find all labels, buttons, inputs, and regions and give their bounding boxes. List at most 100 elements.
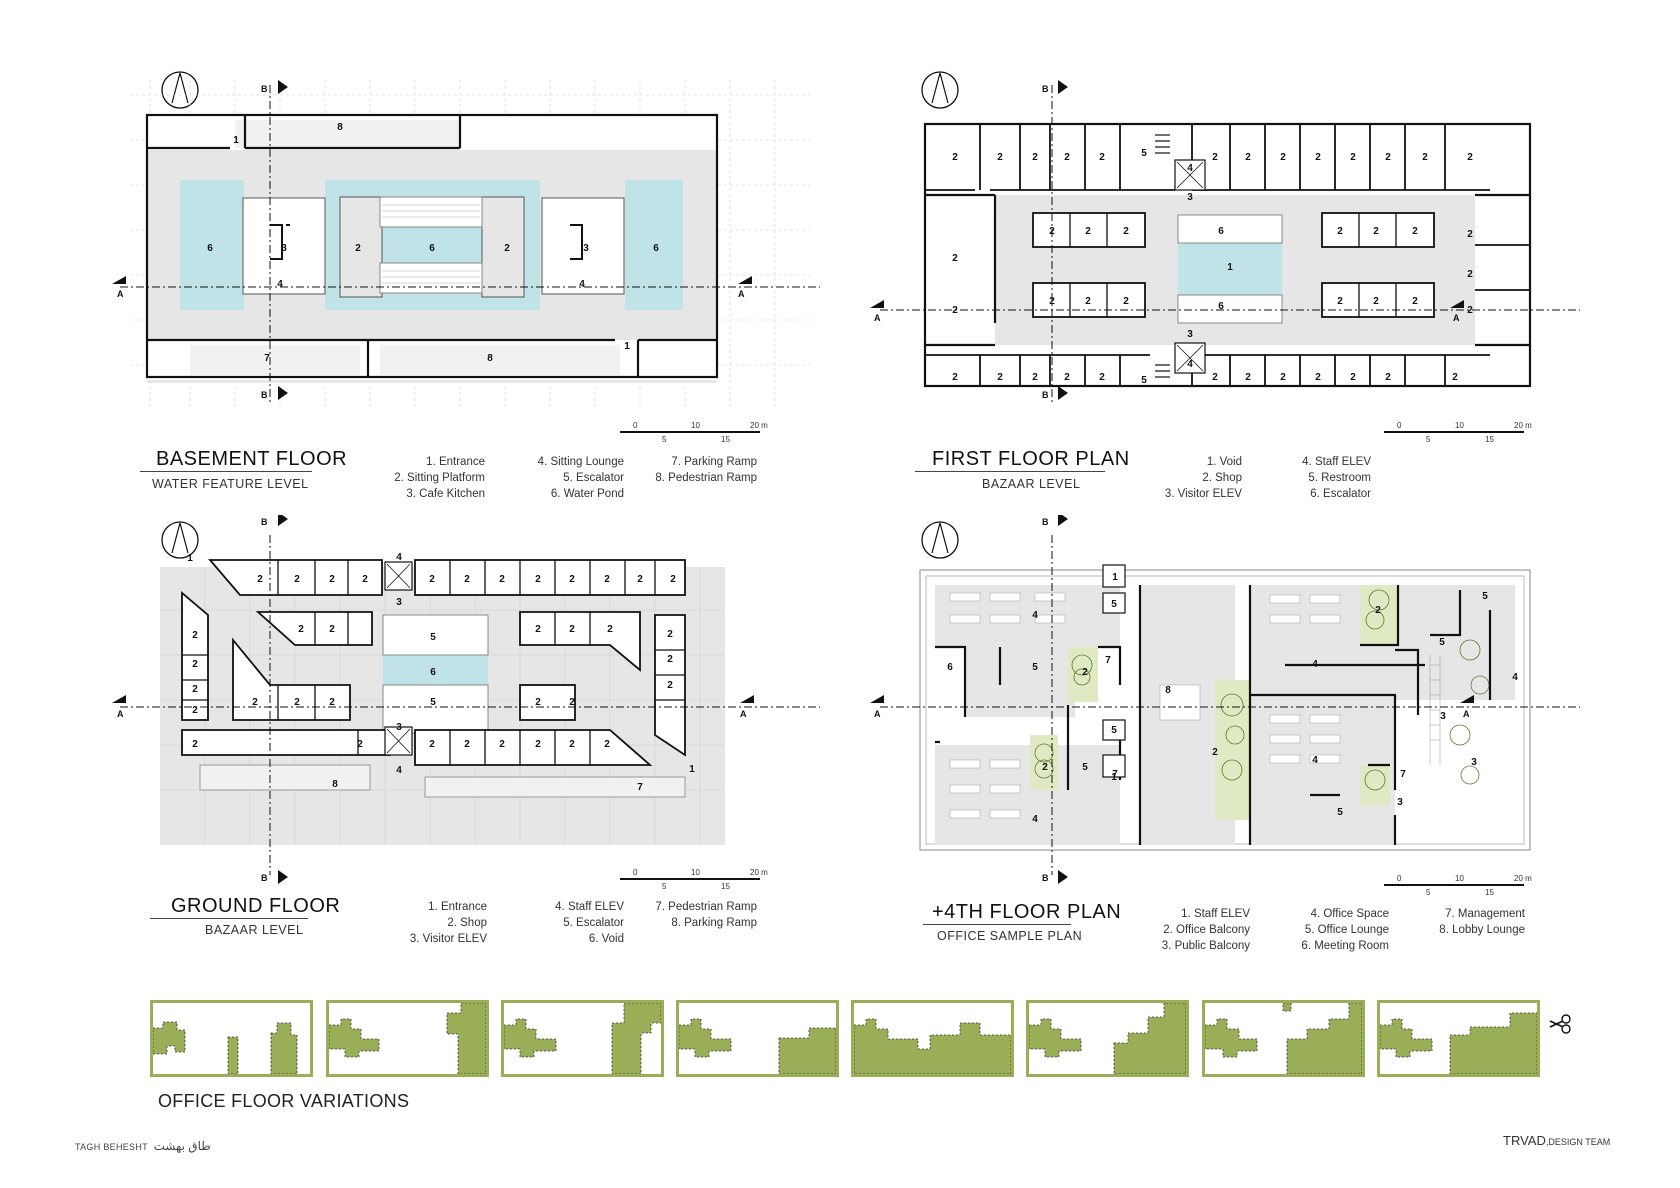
svg-text:2: 2	[1385, 372, 1391, 383]
office-variation-2	[326, 1000, 489, 1077]
first-floor-title: FIRST FLOOR PLAN	[932, 448, 1130, 470]
svg-text:2: 2	[667, 629, 673, 640]
svg-text:4: 4	[1187, 359, 1193, 370]
north-arrow-icon	[921, 521, 959, 559]
svg-text:2: 2	[952, 253, 958, 264]
ground-floor-title: GROUND FLOOR	[171, 895, 341, 917]
svg-text:3: 3	[1471, 757, 1477, 768]
svg-text:2: 2	[670, 574, 676, 585]
svg-text:5: 5	[1337, 807, 1343, 818]
svg-text:2: 2	[569, 739, 575, 750]
svg-text:2: 2	[294, 697, 300, 708]
svg-text:7: 7	[1105, 655, 1111, 666]
svg-text:2: 2	[1467, 229, 1473, 240]
svg-text:7: 7	[264, 353, 270, 364]
section-label-b: B	[261, 390, 268, 400]
svg-text:2: 2	[1049, 296, 1055, 307]
svg-text:2: 2	[429, 574, 435, 585]
svg-text:2: 2	[1085, 226, 1091, 237]
svg-text:2: 2	[569, 574, 575, 585]
office-variation-8	[1377, 1000, 1540, 1077]
svg-text:2: 2	[1212, 152, 1218, 163]
svg-text:6: 6	[1218, 301, 1224, 312]
svg-text:2: 2	[1042, 762, 1048, 773]
office-variation-1	[150, 1000, 313, 1077]
section-label-b: B	[261, 517, 268, 527]
svg-text:2: 2	[1064, 372, 1070, 383]
svg-text:3: 3	[396, 722, 402, 733]
svg-text:2: 2	[604, 739, 610, 750]
team-logo: TRVAD	[1503, 1133, 1546, 1148]
svg-text:2: 2	[1099, 372, 1105, 383]
north-arrow-icon	[161, 71, 199, 109]
ground-floor-subtitle: BAZAAR LEVEL	[205, 923, 304, 937]
svg-text:2: 2	[357, 739, 363, 750]
svg-text:7: 7	[1112, 769, 1118, 780]
svg-text:5: 5	[1111, 599, 1117, 610]
svg-text:2: 2	[997, 152, 1003, 163]
svg-text:2: 2	[1212, 372, 1218, 383]
svg-text:2: 2	[1212, 747, 1218, 758]
section-label-a: A	[117, 289, 124, 299]
svg-text:4: 4	[1187, 163, 1193, 174]
svg-text:4: 4	[1512, 672, 1518, 683]
svg-text:4: 4	[1032, 610, 1038, 621]
svg-text:4: 4	[1032, 814, 1038, 825]
svg-text:2: 2	[504, 243, 510, 254]
svg-text:3: 3	[281, 243, 287, 254]
svg-text:3: 3	[396, 597, 402, 608]
svg-text:2: 2	[1375, 605, 1381, 616]
svg-text:2: 2	[1373, 296, 1379, 307]
svg-text:6: 6	[430, 667, 436, 678]
svg-text:1: 1	[1227, 262, 1233, 273]
section-label-a: A	[874, 709, 881, 719]
svg-text:2: 2	[535, 739, 541, 750]
svg-text:4: 4	[579, 279, 585, 290]
svg-text:2: 2	[499, 739, 505, 750]
svg-text:2: 2	[1412, 296, 1418, 307]
section-label-a: A	[1453, 313, 1460, 323]
office-variation-6	[1026, 1000, 1189, 1077]
office-variation-3	[501, 1000, 664, 1077]
basement-subtitle: WATER FEATURE LEVEL	[152, 477, 309, 491]
section-label-b: B	[261, 84, 268, 94]
basement-title: BASEMENT FLOOR	[156, 448, 348, 470]
svg-text:7: 7	[1400, 769, 1406, 780]
scale-bar: 0 10 20 m 5 15	[1384, 421, 1544, 449]
section-label-b: B	[1042, 517, 1049, 527]
first-floor-subtitle: BAZAAR LEVEL	[982, 477, 1081, 491]
svg-text:2: 2	[1467, 269, 1473, 280]
svg-text:2: 2	[1032, 152, 1038, 163]
section-label-b: B	[1042, 390, 1049, 400]
svg-text:6: 6	[429, 243, 435, 254]
footer-project: TAGH BEHESHT طاق بهشت	[75, 1139, 211, 1153]
svg-text:4: 4	[396, 765, 402, 776]
svg-text:8: 8	[487, 353, 493, 364]
svg-text:2: 2	[1280, 372, 1286, 383]
svg-text:2: 2	[607, 624, 613, 635]
svg-text:2: 2	[1350, 152, 1356, 163]
svg-text:2: 2	[569, 697, 575, 708]
svg-text:3: 3	[583, 243, 589, 254]
svg-text:2: 2	[355, 243, 361, 254]
svg-text:4: 4	[277, 279, 283, 290]
section-label-a: A	[738, 289, 745, 299]
svg-text:2: 2	[535, 574, 541, 585]
svg-text:5: 5	[1111, 725, 1117, 736]
svg-text:2: 2	[952, 152, 958, 163]
svg-text:2: 2	[1315, 372, 1321, 383]
svg-text:3: 3	[1397, 797, 1403, 808]
svg-text:4: 4	[396, 552, 402, 563]
svg-text:1: 1	[1111, 772, 1117, 783]
svg-text:2: 2	[329, 697, 335, 708]
svg-text:2: 2	[1049, 226, 1055, 237]
